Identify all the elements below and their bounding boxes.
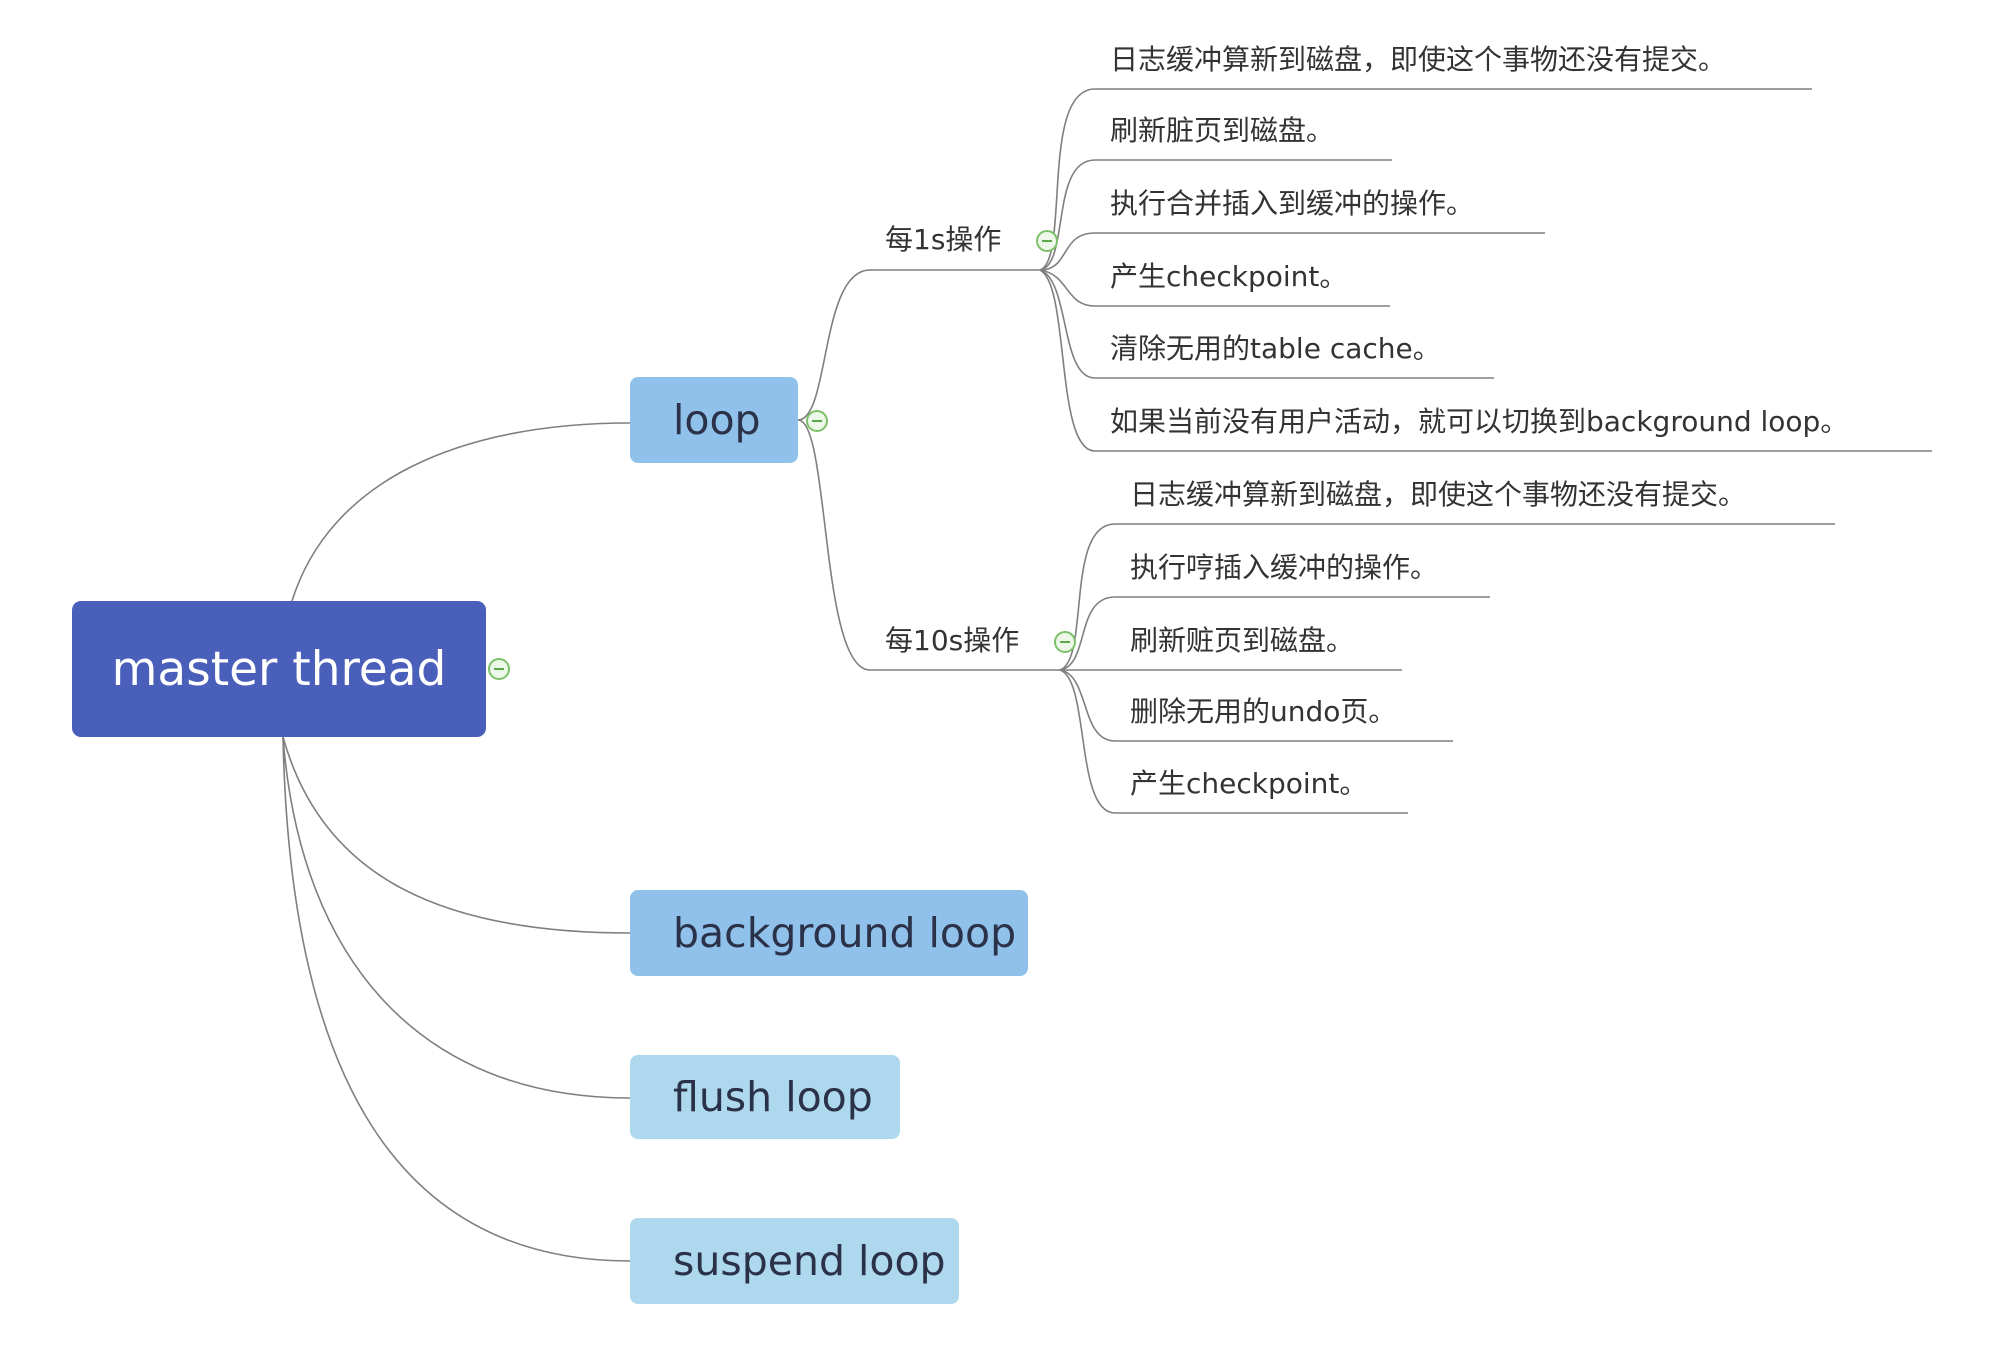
node-loop[interactable]: loop bbox=[630, 377, 798, 463]
connector-1s-leaf-0 bbox=[1039, 88, 1812, 271]
leaf-10s-item[interactable]: 执行哼插入缓冲的操作。 bbox=[1130, 551, 1439, 584]
leaf-1s-item[interactable]: 日志缓冲算新到磁盘，即使这个事物还没有提交。 bbox=[1110, 43, 1727, 76]
connector-10s-leaf-3 bbox=[1059, 669, 1453, 742]
collapse-every-10s-icon[interactable] bbox=[1054, 631, 1076, 653]
connector-loop-1s bbox=[797, 269, 1040, 421]
leaf-10s-item[interactable]: 产生checkpoint。 bbox=[1130, 767, 1368, 800]
connector-root-suspend bbox=[282, 736, 631, 1262]
branch-every-10s[interactable]: 每10s操作 bbox=[885, 624, 1020, 657]
collapse-every-1s-icon[interactable] bbox=[1036, 230, 1058, 252]
leaf-1s-item[interactable]: 如果当前没有用户活动，就可以切换到background loop。 bbox=[1110, 405, 1849, 438]
connector-root-flush bbox=[282, 736, 631, 1099]
collapse-loop-icon[interactable] bbox=[806, 410, 828, 432]
connector-1s-leaf-5 bbox=[1039, 269, 1932, 452]
node-suspend-loop-label: suspend loop bbox=[673, 1237, 946, 1285]
node-loop-label: loop bbox=[673, 396, 761, 444]
connector-10s-leaf-0 bbox=[1059, 523, 1835, 671]
node-flush-loop-label: flush loop bbox=[673, 1073, 873, 1121]
leaf-1s-item[interactable]: 刷新脏页到磁盘。 bbox=[1110, 114, 1335, 147]
leaf-10s-item[interactable]: 刷新赃页到磁盘。 bbox=[1130, 624, 1355, 657]
node-flush-loop[interactable]: flush loop bbox=[630, 1055, 900, 1139]
leaf-1s-item[interactable]: 执行合并插入到缓冲的操作。 bbox=[1110, 187, 1475, 220]
leaf-10s-item[interactable]: 删除无用的undo页。 bbox=[1130, 695, 1397, 728]
leaf-10s-item[interactable]: 日志缓冲算新到磁盘，即使这个事物还没有提交。 bbox=[1130, 478, 1747, 511]
leaf-1s-item[interactable]: 清除无用的table cache。 bbox=[1110, 332, 1441, 365]
root-node-label: master thread bbox=[111, 641, 447, 697]
connector-1s-leaf-4 bbox=[1039, 269, 1494, 379]
node-background-loop-label: background loop bbox=[673, 909, 1017, 957]
node-background-loop[interactable]: background loop bbox=[630, 890, 1028, 976]
connector-root-background bbox=[282, 736, 631, 934]
leaf-1s-item[interactable]: 产生checkpoint。 bbox=[1110, 260, 1348, 293]
connector-root-loop bbox=[291, 422, 631, 602]
root-node-master-thread[interactable]: master thread bbox=[72, 601, 486, 737]
connector-10s-leaf-4 bbox=[1059, 669, 1408, 814]
connector-1s-leaf-2 bbox=[1039, 232, 1545, 271]
branch-every-1s[interactable]: 每1s操作 bbox=[885, 223, 1002, 256]
connector-1s-leaf-3 bbox=[1039, 269, 1390, 307]
node-suspend-loop[interactable]: suspend loop bbox=[630, 1218, 959, 1304]
collapse-root-icon[interactable] bbox=[488, 658, 510, 680]
connector-1s-leaf-1 bbox=[1039, 159, 1392, 271]
connector-10s-leaf-1 bbox=[1059, 596, 1490, 671]
connector-loop-10s bbox=[797, 419, 1060, 671]
